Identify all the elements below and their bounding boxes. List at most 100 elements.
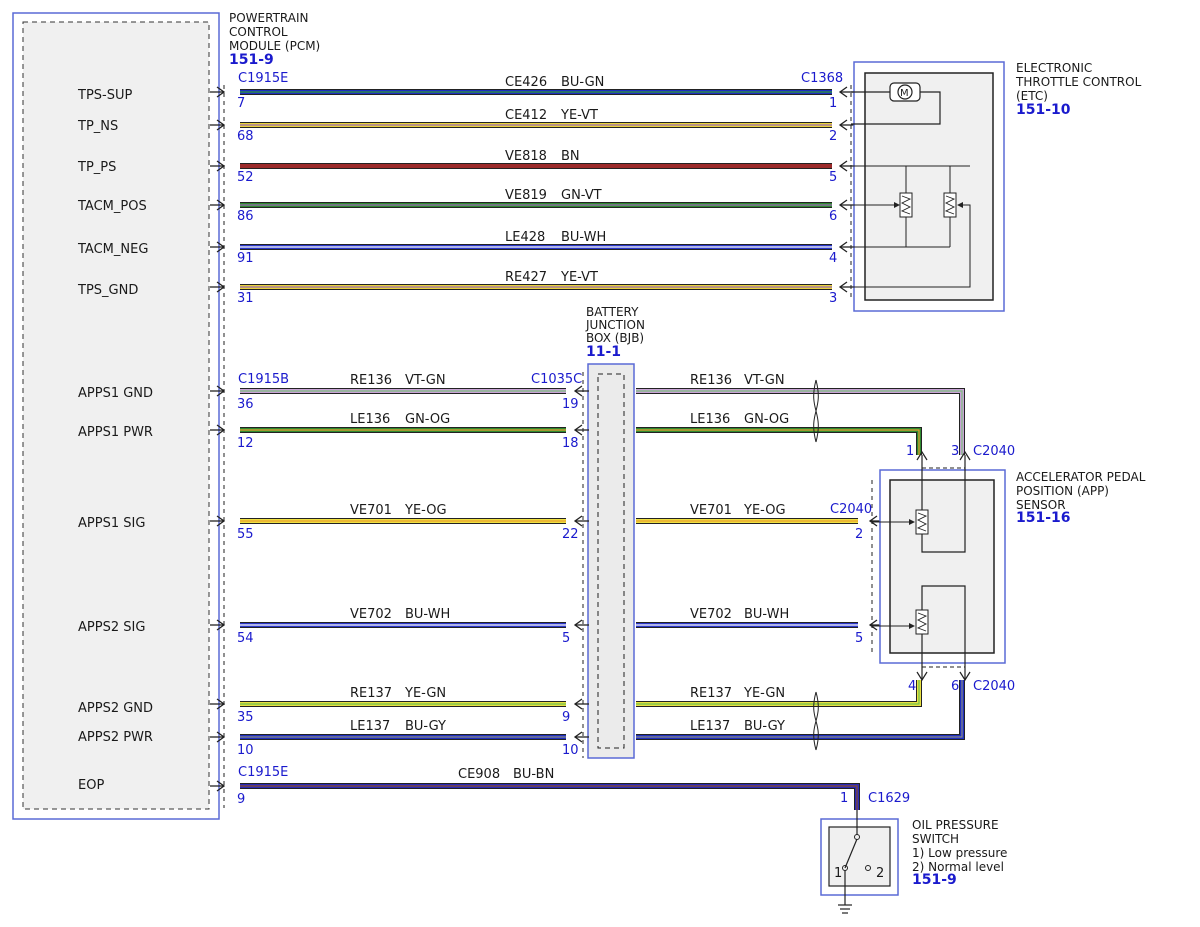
app-pin-4: 4 (908, 679, 916, 694)
app-pin-number: 5 (855, 631, 863, 646)
pcm-arrow-ve819 (210, 199, 226, 211)
bjb-pin-number: 18 (562, 436, 579, 451)
pcm-pin-number: 7 (237, 96, 245, 111)
connector-c2040-mid: C2040 (830, 502, 872, 517)
wire-color-label: YE-OG (404, 503, 447, 518)
wire-color-label: BU-GN (561, 75, 604, 90)
bjb-module (582, 363, 635, 759)
motor-icon (897, 84, 913, 100)
wire-color-label: BU-WH (405, 607, 450, 622)
app-title-1: ACCELERATOR PEDAL (1016, 470, 1146, 484)
bjb-pin-number: 9 (562, 710, 570, 725)
connector-c1368: C1368 (801, 71, 843, 86)
oil-pressure-switch (820, 810, 899, 914)
pcm-pin-apps2-pwr: APPS2 PWR (78, 730, 153, 745)
pcm-pin-tp-ns: TP_NS (77, 119, 118, 134)
pcm-title-3: MODULE (PCM) (229, 39, 320, 53)
etc-title-1: ELECTRONIC (1016, 61, 1092, 75)
pcm-pin-apps1-pwr: APPS1 PWR (78, 425, 153, 440)
app-ref: 151-16 (1016, 510, 1071, 526)
bjb-arrow-ve701 (573, 515, 589, 527)
connector-c1035c: C1035C (531, 372, 582, 387)
etc-pin-number: 5 (829, 170, 837, 185)
etc-pin-number: 1 (829, 96, 837, 111)
bjb-arrow-ve702 (573, 619, 589, 631)
pcm-arrow-re427 (210, 281, 226, 293)
bjb-pin-number: 10 (562, 743, 579, 758)
wire-circuit-label: CE412 (505, 108, 547, 123)
connector-c1915e-top: C1915E (238, 71, 288, 86)
wire-color-label: YE-VT (560, 270, 598, 285)
wire-circuit-label: LE137 (350, 719, 390, 734)
pcm-pin-number: 12 (237, 436, 254, 451)
wire-color-label: GN-OG (405, 412, 450, 427)
twisted-pair-apps1 (813, 379, 819, 443)
wire-color-label: BN (561, 149, 580, 164)
switch-contact-1: 1 (834, 866, 842, 881)
pcm-arrow-ve701 (210, 515, 226, 527)
bjb-ref: 11-1 (586, 344, 621, 360)
etc-pin-number: 4 (829, 251, 837, 266)
wire-color-label-right: BU-WH (744, 607, 789, 622)
ops-pin-number: 1 (840, 791, 848, 806)
etc-title-3: (ETC) (1016, 89, 1048, 103)
pcm-pin-number: 35 (237, 710, 254, 725)
wire-re137-right (636, 680, 922, 707)
wire-circuit-label: LE136 (350, 412, 390, 427)
wire-color-label-right: YE-OG (743, 503, 786, 518)
pcm-arrow-le137 (210, 731, 226, 743)
pcm-arrow-re136 (210, 385, 226, 397)
pcm-arrow-ce426 (210, 86, 226, 98)
connector-c2040-bot: C2040 (973, 679, 1015, 694)
pcm-pin-tps-sup: TPS-SUP (77, 88, 132, 103)
twisted-pair-apps2 (813, 691, 819, 751)
pcm-pin-tacm-neg: TACM_NEG (77, 242, 148, 257)
pcm-arrow-ve818 (210, 160, 226, 172)
wire-circuit-label-right: LE137 (690, 719, 730, 734)
connector-c2040-top: C2040 (973, 444, 1015, 459)
wire-color-label: GN-VT (561, 188, 602, 203)
wire-color-label: YE-VT (560, 108, 598, 123)
pcm-pin-number: 36 (237, 397, 254, 412)
wire-circuit-label: RE136 (350, 373, 392, 388)
pcm-ref: 151-9 (229, 52, 274, 68)
ops-title-1: OIL PRESSURE (912, 818, 999, 832)
bjb-title-1: BATTERY (586, 305, 639, 319)
pcm-pin-tacm-pos: TACM_POS (77, 199, 147, 214)
wire-le136-right (636, 427, 922, 455)
ops-title-3: 1) Low pressure (912, 846, 1007, 860)
pcm-pin-number: 52 (237, 170, 254, 185)
connector-c1915b: C1915B (238, 372, 289, 387)
wire-color-label: BU-GY (405, 719, 446, 734)
wire-circuit-label: VE702 (350, 607, 392, 622)
pcm-pin-number: 91 (237, 251, 254, 266)
wire-circuit-label-right: RE137 (690, 686, 732, 701)
pcm-pin-number: 86 (237, 209, 254, 224)
pcm-arrow-ve702 (210, 619, 226, 631)
bjb-pin-number: 5 (562, 631, 570, 646)
bjb-arrow-re137 (573, 698, 589, 710)
bjb-arrow-le137 (573, 731, 589, 743)
wire-circuit-label: CE908 (458, 767, 500, 782)
bjb-pin-number: 22 (562, 527, 579, 542)
ops-title-2: SWITCH (912, 832, 959, 846)
etc-pin-number: 6 (829, 209, 837, 224)
wire-le137-right (636, 680, 965, 740)
wire-color-label-right: VT-GN (744, 373, 785, 388)
etc-pin-number: 2 (829, 129, 837, 144)
app-pin-1: 1 (906, 444, 914, 459)
pcm-title-2: CONTROL (229, 25, 288, 39)
pcm-pin-apps1-gnd: APPS1 GND (78, 386, 153, 401)
wire-circuit-label: VE701 (350, 503, 392, 518)
wire-color-label-right: GN-OG (744, 412, 789, 427)
wire-circuit-label-right: RE136 (690, 373, 732, 388)
wire-color-label-right: BU-GY (744, 719, 785, 734)
pcm-arrow-re137 (210, 698, 226, 710)
pcm-pin-number: 9 (237, 792, 245, 807)
wire-circuit-label-right: LE136 (690, 412, 730, 427)
pcm-arrow-eop (210, 780, 226, 792)
pcm-pin-number: 54 (237, 631, 254, 646)
wire-circuit-label: VE818 (505, 149, 547, 164)
